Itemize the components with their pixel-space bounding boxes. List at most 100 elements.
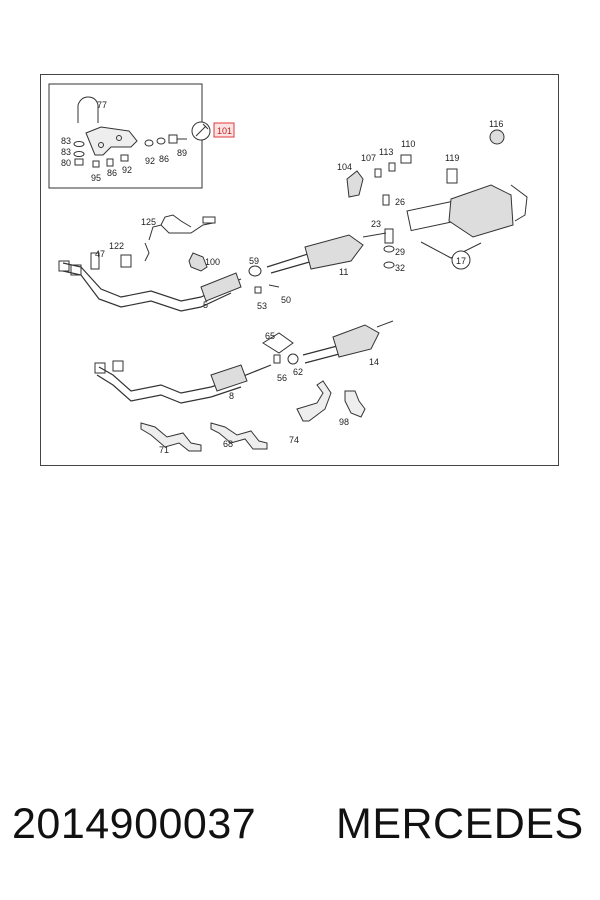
bolt-hole bbox=[98, 142, 104, 148]
callout-circle-17 bbox=[451, 250, 471, 270]
ring-part-116 bbox=[489, 129, 505, 145]
callout-92: 92 bbox=[122, 165, 132, 175]
callout-29: 29 bbox=[395, 247, 405, 257]
flange-part bbox=[70, 264, 82, 276]
bolt-part-50 bbox=[268, 284, 280, 288]
bolt-hole bbox=[116, 135, 122, 141]
bracket-part bbox=[85, 126, 138, 156]
callout-56: 56 bbox=[277, 373, 287, 383]
parts-diagram: 77 83 83 80 95 86 92 92 86 89 101 125 47… bbox=[40, 74, 559, 466]
callout-86: 86 bbox=[159, 154, 169, 164]
bracket-part-98 bbox=[344, 390, 366, 418]
mid-pipe-part bbox=[270, 260, 314, 274]
nut-part bbox=[106, 158, 114, 167]
callout-83: 83 bbox=[61, 147, 71, 157]
nut-part bbox=[92, 160, 100, 168]
flange-part bbox=[94, 362, 106, 374]
hanger-rod-part bbox=[77, 96, 99, 123]
washer-part bbox=[156, 137, 166, 145]
callout-17: 17 bbox=[456, 256, 466, 266]
callout-11: 11 bbox=[339, 267, 348, 277]
callout-100: 100 bbox=[205, 257, 220, 267]
callout-122: 122 bbox=[109, 241, 124, 251]
mid-pipe-part bbox=[266, 252, 312, 268]
nut-part bbox=[120, 154, 129, 162]
bracket-part-74 bbox=[296, 380, 332, 422]
front-pipe-lower-b bbox=[96, 374, 242, 404]
part-number: 2014900037 bbox=[12, 800, 257, 848]
callout-14: 14 bbox=[369, 357, 379, 367]
mid-pipe-lower bbox=[302, 344, 342, 356]
washer-part-32 bbox=[383, 261, 395, 269]
callout-107: 107 bbox=[361, 153, 376, 163]
callout-53: 53 bbox=[257, 301, 267, 311]
callout-113: 113 bbox=[379, 147, 393, 157]
washer-part bbox=[73, 151, 85, 157]
callout-101: 101 bbox=[217, 126, 232, 136]
callout-83: 83 bbox=[61, 136, 71, 146]
bolt-part-110 bbox=[400, 154, 412, 164]
callout-125: 125 bbox=[141, 217, 156, 227]
callout-80: 80 bbox=[61, 158, 71, 168]
nut-part-113 bbox=[388, 162, 396, 172]
callout-5: 5 bbox=[203, 300, 208, 310]
callout-86: 86 bbox=[107, 168, 117, 178]
silencer-part-14 bbox=[332, 324, 380, 358]
catalyst-part-8 bbox=[210, 364, 248, 392]
bolt-part-47 bbox=[90, 252, 100, 270]
bolt-part-26 bbox=[382, 194, 390, 206]
front-pipe-part-lower bbox=[62, 270, 232, 312]
nut-part bbox=[74, 158, 84, 166]
wrench-icon-glyph bbox=[195, 123, 209, 137]
bracket-part-71 bbox=[140, 422, 202, 452]
clamp-part-23 bbox=[384, 228, 394, 244]
flange-part bbox=[112, 360, 124, 372]
clamp-part-122 bbox=[120, 254, 132, 268]
tail-pipe-lower bbox=[376, 320, 394, 328]
callout-71: 71 bbox=[159, 445, 169, 455]
callout-32: 32 bbox=[395, 263, 405, 273]
exhaust-system-diagram: 77 83 83 80 95 86 92 92 86 89 101 125 47… bbox=[48, 83, 528, 455]
callout-47: 47 bbox=[95, 249, 105, 259]
sensor-cable bbox=[148, 222, 214, 241]
callout-65: 65 bbox=[265, 331, 275, 341]
clamp-ring-part-62 bbox=[287, 353, 299, 365]
clamp-ring-part-59 bbox=[248, 265, 262, 277]
callout-119: 119 bbox=[445, 153, 459, 163]
callout-89: 89 bbox=[177, 148, 187, 158]
callout-95: 95 bbox=[91, 173, 101, 183]
callout-23: 23 bbox=[371, 219, 381, 229]
leader-diamond-65 bbox=[262, 332, 294, 354]
washer-part-29 bbox=[383, 245, 395, 253]
nut-part-56 bbox=[273, 354, 281, 364]
callout-50: 50 bbox=[281, 295, 291, 305]
middle-silencer-part bbox=[304, 234, 364, 270]
rubber-mount-part-100 bbox=[188, 252, 208, 272]
callout-104: 104 bbox=[337, 162, 352, 172]
callout-77: 77 bbox=[97, 100, 107, 110]
sensor-cable bbox=[160, 214, 192, 228]
callout-26: 26 bbox=[395, 197, 405, 207]
flange-part bbox=[58, 260, 70, 272]
nut-part-53 bbox=[254, 286, 262, 294]
nut-part-107 bbox=[374, 168, 382, 178]
tail-pipe-stub bbox=[362, 232, 387, 238]
callout-74: 74 bbox=[289, 435, 299, 445]
washer-part bbox=[73, 141, 85, 147]
washer-part bbox=[144, 139, 154, 147]
callout-68: 68 bbox=[223, 439, 233, 449]
callout-59: 59 bbox=[249, 256, 259, 266]
sensor-plug bbox=[202, 216, 216, 224]
callout-98: 98 bbox=[339, 417, 349, 427]
callout-116: 116 bbox=[489, 119, 503, 129]
callout-92: 92 bbox=[145, 156, 155, 166]
brand-name: MERCEDES bbox=[336, 800, 584, 848]
oxygen-sensor-part bbox=[144, 242, 150, 262]
rear-silencer-tip bbox=[510, 184, 528, 222]
callout-110: 110 bbox=[401, 139, 415, 149]
mount-part-104 bbox=[346, 170, 364, 198]
callout-8: 8 bbox=[229, 391, 234, 401]
callout-62: 62 bbox=[293, 367, 303, 377]
highlight-box bbox=[213, 122, 235, 138]
catalyst-part bbox=[200, 272, 242, 302]
